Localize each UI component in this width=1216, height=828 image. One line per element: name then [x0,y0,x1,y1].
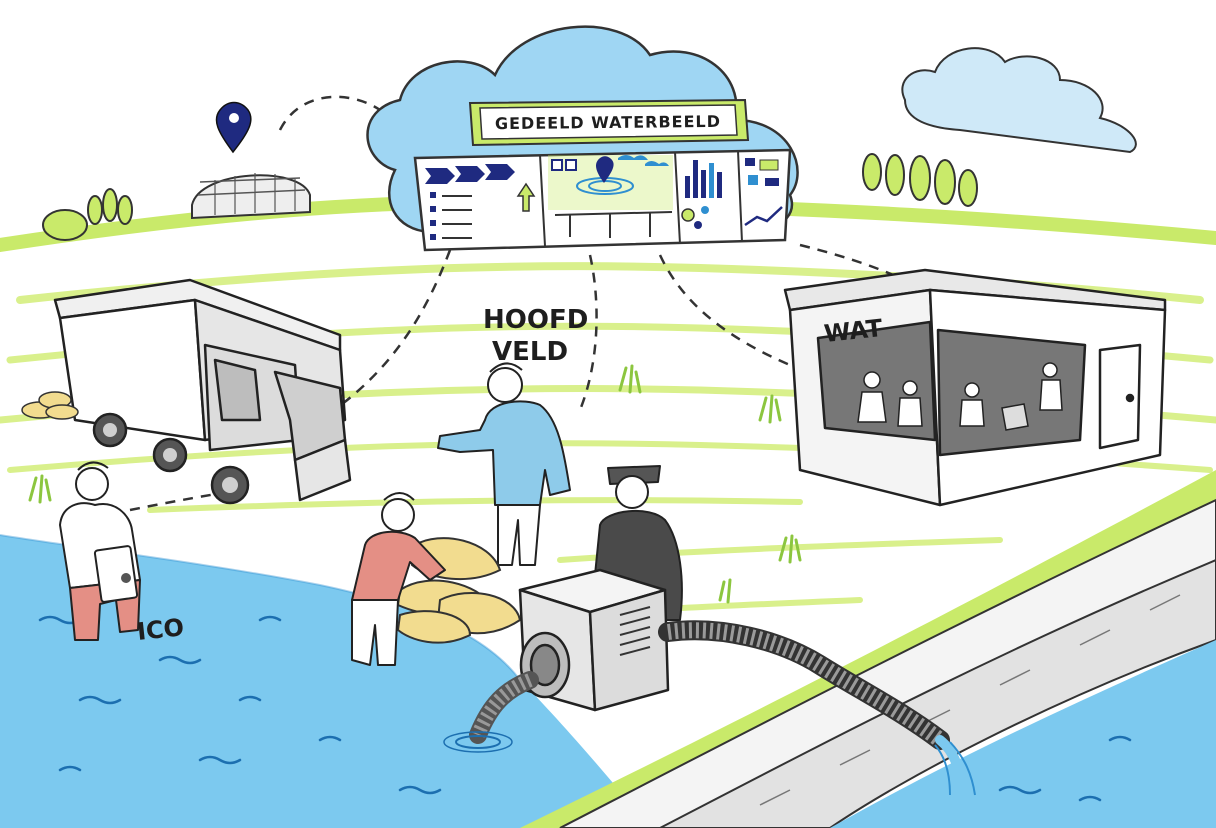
discharge-hose [658,620,976,796]
person-field-lead [437,362,571,566]
building-staff [857,362,1063,431]
domed-building [191,173,311,220]
banner-title: GEDEELD WATERBEELD [495,112,721,133]
location-pin-icon [215,101,252,154]
veld-label: VELD [492,337,568,367]
small-cloud [901,47,1137,154]
banner: GEDEELD WATERBEELD [468,98,750,147]
hoofd-label: HOOFD [483,305,588,335]
truck [53,278,352,505]
water-pump [443,568,670,753]
sandbags-main [396,537,522,644]
trees-right [862,153,978,207]
person-ico [59,461,141,641]
sandbags-truck [21,391,79,420]
dike-wall [520,470,1216,828]
dashboard-panel [413,148,792,252]
ico-label: ICO [136,613,186,646]
person-sandbag-worker [351,492,446,666]
wat-label: WAT [823,314,885,348]
trees-left [42,188,133,241]
